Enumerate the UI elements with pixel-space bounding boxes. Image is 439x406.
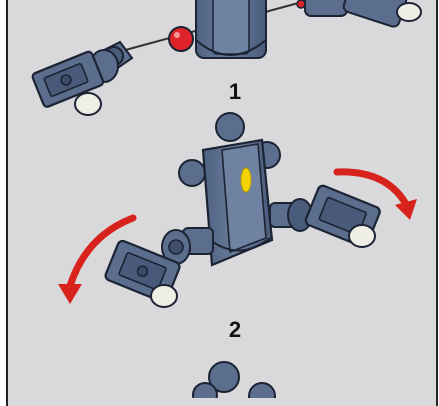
red-pin [296,0,306,9]
step-1-illustration [31,0,422,116]
step-1-robot-body [195,0,267,59]
step-2-robot-body [201,138,274,267]
white-cap [150,284,178,308]
step-number-2: 2 [228,317,242,342]
step-2-left-arm [104,227,214,308]
white-cap [348,224,376,248]
rotate-arrow-right [333,168,410,208]
step-1-right-arm [304,0,422,28]
yellow-light [240,167,252,193]
head-knob [208,361,240,393]
step-1-left-connector [89,40,134,83]
head-knob [215,112,245,142]
red-ball-joint [168,26,194,52]
shoulder-knob-left [192,382,218,398]
step-2-right-arm [269,184,381,248]
white-cap [74,92,102,116]
rotate-arrow-right-head [395,199,417,220]
step-2-illustration [58,112,417,308]
rotate-arrow-left [66,214,137,290]
shoulder-knob-right [248,382,276,398]
rotate-arrow-left-head [58,284,82,304]
step-3-illustration [192,361,276,398]
shoulder-knob-left [178,159,206,187]
step-1-left-clamp [31,50,105,108]
step-number-1: 1 [228,79,242,104]
